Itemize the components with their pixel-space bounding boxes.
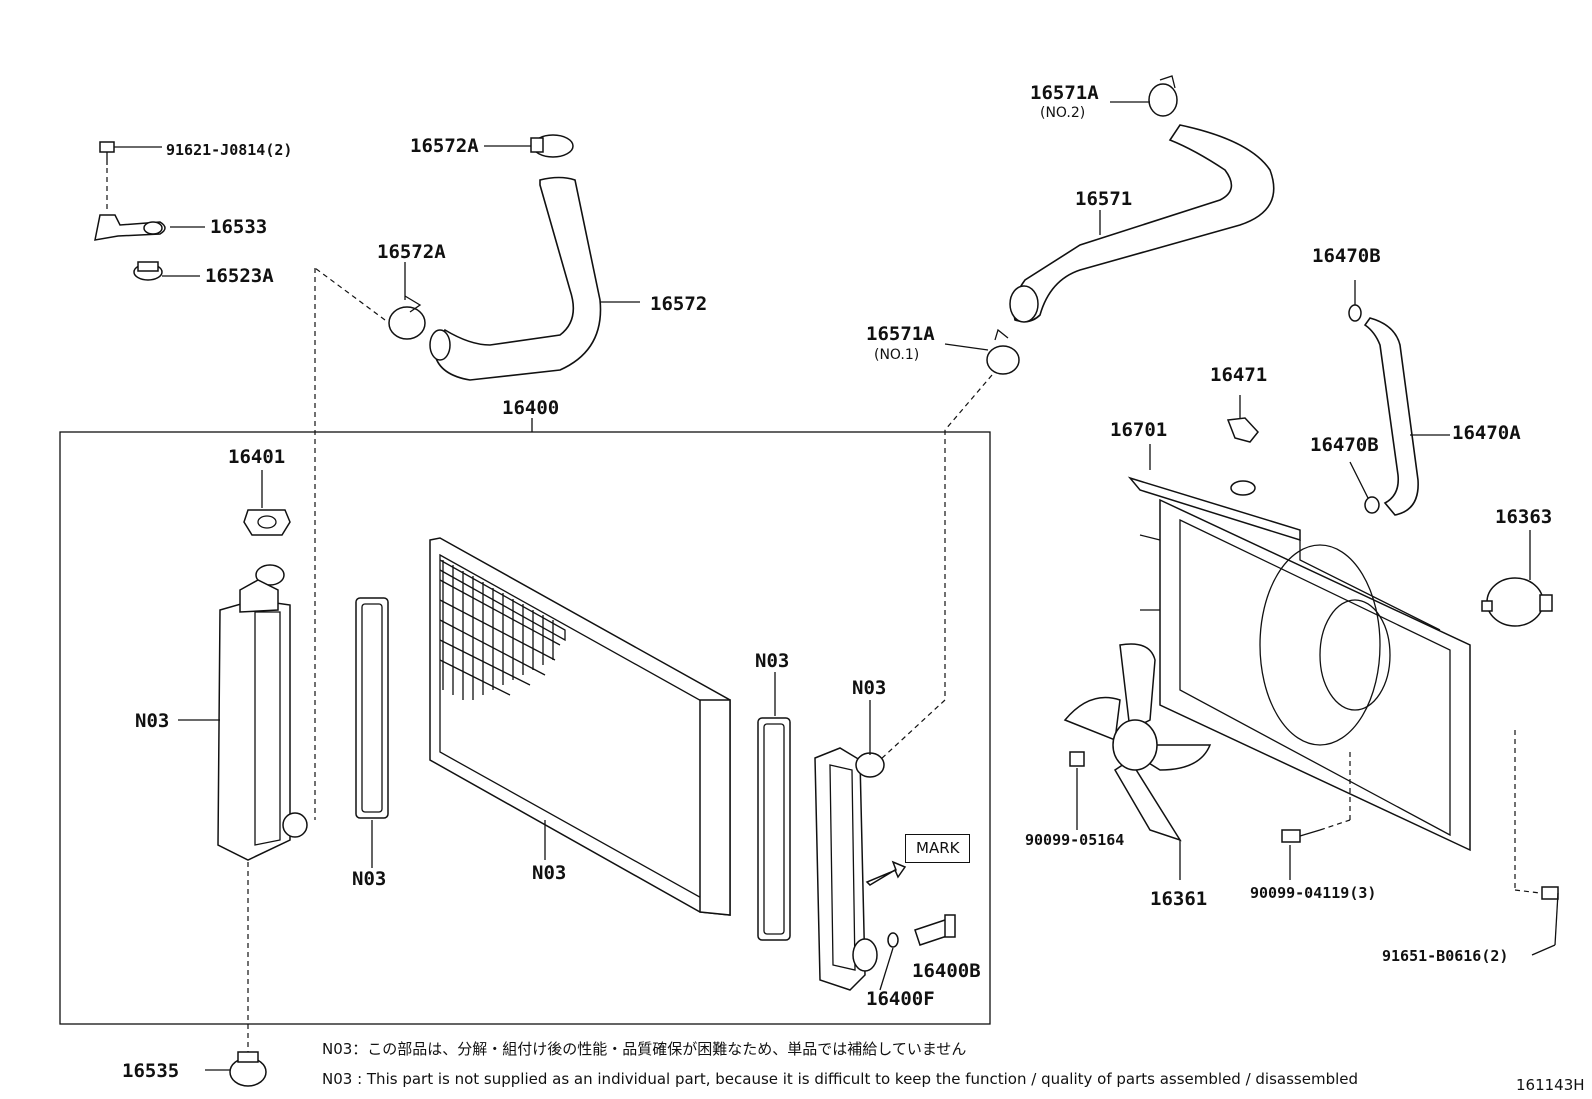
core-fins-shape [439, 560, 561, 700]
cap-16401-shape [243, 470, 291, 536]
label-16471: 16471 [1210, 364, 1268, 386]
label-16470B-mid: 16470B [1310, 434, 1379, 456]
label-16361: 16361 [1150, 888, 1208, 910]
cushion-16535-shape [205, 1051, 267, 1087]
drain-plug-16400B-shape [914, 914, 956, 946]
note-japanese: N03：この部品は、分解・組付け後の性能・品質確保が困難なため、単品では補給して… [322, 1040, 967, 1058]
label-16400B: 16400B [912, 960, 981, 982]
radiator-assembly-frame [59, 431, 991, 1025]
right-tank-N03-shape [814, 700, 885, 991]
label-16401: 16401 [228, 446, 286, 468]
clamp-16571A-no2-shape [1110, 75, 1178, 117]
label-16470B-top: 16470B [1312, 245, 1381, 267]
label-16572A-mid: 16572A [377, 241, 446, 263]
label-16572A-top: 16572A [410, 135, 479, 157]
label-16571A-no1: 16571A [866, 323, 935, 345]
label-16572: 16572 [650, 293, 708, 315]
fan-16361-shape [1063, 643, 1212, 880]
fan-motor-16363-shape [1481, 530, 1553, 627]
clamp-16572A-mid-shape [388, 262, 426, 340]
drawing-code: 161143H [1516, 1076, 1585, 1094]
gasket-left-N03-shape [355, 597, 389, 868]
clamp-16571A-no1-shape [944, 328, 1020, 375]
note-english: N03 : This part is not supplied as an in… [322, 1070, 1359, 1088]
label-16571A-no2: 16571A [1030, 82, 1099, 104]
left-tank-N03-shape [178, 564, 308, 861]
bolt-91621-shape [99, 141, 162, 165]
clip-16471-shape [1226, 395, 1259, 443]
bolt-91651-shape [1531, 886, 1559, 956]
hose-16572-shape [429, 176, 640, 381]
bolt-90099-04119-shape [1281, 829, 1321, 880]
cushion-16523A-shape [133, 261, 200, 281]
o-ring-16400F-shape [879, 932, 899, 991]
label-16533: 16533 [210, 216, 268, 238]
label-N03-core: N03 [532, 862, 567, 884]
hose-16571-shape [1009, 124, 1275, 323]
label-90099-05164: 90099-05164 [1025, 831, 1125, 849]
label-16523A: 16523A [205, 265, 274, 287]
label-N03-right-tank: N03 [852, 677, 887, 699]
bracket-16533-shape [94, 214, 205, 241]
label-91621-J0814: 91621-J0814(2) [166, 141, 293, 159]
label-16571A-no2-sub: (NO.2) [1040, 105, 1086, 121]
label-N03-gasket-left: N03 [352, 868, 387, 890]
nut-90099-05164-shape [1069, 751, 1085, 830]
mark-box: MARK [905, 834, 971, 863]
label-16363: 16363 [1495, 506, 1553, 528]
label-16400: 16400 [502, 397, 560, 419]
fan-shroud-16701-shape [1127, 444, 1471, 852]
clip-16470B-top-shape [1348, 280, 1362, 322]
mark-arrow-shape [865, 860, 907, 886]
clamp-16572A-top-shape [484, 134, 574, 158]
clip-16470B-mid-shape [1349, 461, 1380, 514]
label-90099-04119: 90099-04119(3) [1250, 884, 1377, 902]
label-N03-gasket-right: N03 [755, 650, 790, 672]
label-91651-B0616: 91651-B0616(2) [1382, 947, 1509, 965]
label-16535: 16535 [122, 1060, 180, 1082]
label-16701: 16701 [1110, 419, 1168, 441]
label-16571: 16571 [1075, 188, 1133, 210]
core-N03-shape [429, 537, 731, 916]
gasket-right-N03-shape [757, 672, 791, 941]
label-16571A-no1-sub: (NO.1) [874, 347, 920, 363]
hose-16470A-shape [1363, 317, 1450, 516]
label-16400F: 16400F [866, 988, 935, 1010]
label-16470A: 16470A [1452, 422, 1521, 444]
label-N03-left-tank: N03 [135, 710, 170, 732]
